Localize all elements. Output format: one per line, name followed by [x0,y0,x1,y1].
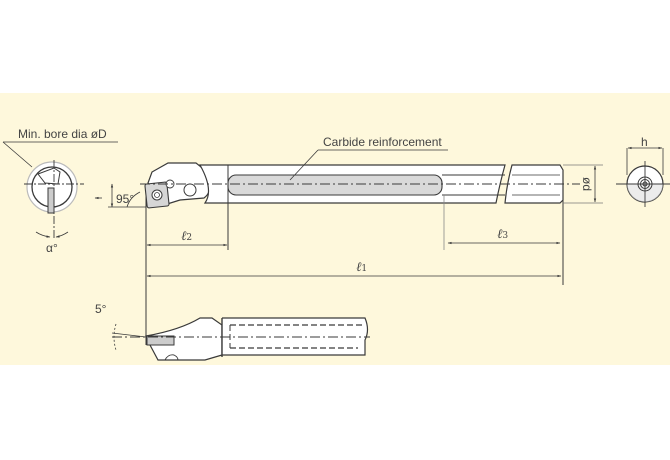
dia-d-label: ød [580,177,594,191]
h-label: h [641,135,648,149]
approach-angle-label: 95° [116,192,134,206]
l2-label: ℓ2 [181,229,192,244]
l1-label: ℓ1 [356,260,367,275]
side-shank [222,317,369,356]
top-view [94,149,603,345]
inclination-angle-label: 5° [95,302,107,316]
insert-section [47,187,55,214]
front-end-view [2,141,118,240]
clearance-angle-label: α° [46,241,58,255]
side-view [111,317,370,361]
shank-rear [504,164,564,204]
l3-label: ℓ3 [497,227,508,242]
min-bore-label: Min. bore dia øD [18,127,107,141]
carbide-reinforcement [227,174,443,196]
side-head [145,317,223,361]
rear-end-view [616,146,670,207]
carbide-label: Carbide reinforcement [323,135,442,149]
